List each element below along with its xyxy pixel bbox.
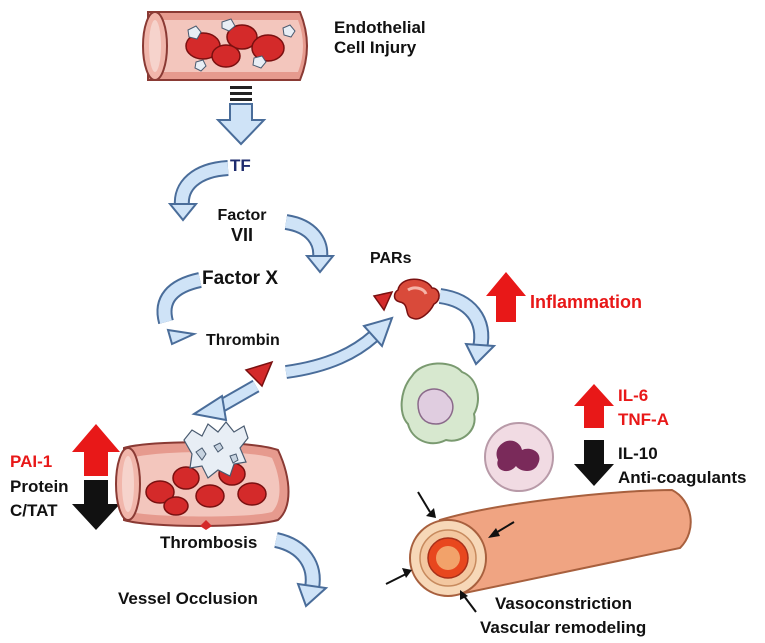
injured-vessel [142, 11, 308, 81]
thrombin-label: Thrombin [206, 332, 280, 349]
il6-label: IL-6 [618, 386, 649, 405]
curved-arrow-icon [438, 288, 497, 366]
injury-label-line1: Endothelial [334, 18, 426, 37]
curved-arrow-icon [285, 316, 394, 379]
par-receptor-icon [372, 278, 440, 320]
monocyte-cell-icon [400, 362, 479, 445]
vessel-occlusion-label: Vessel Occlusion [118, 589, 258, 608]
up-arrow-icon [72, 424, 120, 476]
tnfa-label: TNF-A [618, 410, 669, 429]
curved-arrow-icon [273, 532, 329, 608]
factor-vii-line2: VII [230, 225, 253, 246]
il10-label: IL-10 [618, 444, 658, 463]
pai1-label: PAI-1 [10, 452, 53, 471]
anticoagulants-label: Anti-coagulants [618, 468, 747, 487]
curved-arrow-icon [284, 214, 336, 274]
factor-vii-label: Factor VII [212, 207, 272, 246]
tf-label: TF [230, 156, 251, 175]
protein-label: Protein [10, 477, 69, 496]
up-arrow-icon [574, 384, 614, 428]
pointer-arrow-icon [385, 491, 515, 613]
vascular-remodeling-label: Vascular remodeling [480, 618, 647, 637]
ctat-label: C/TAT [10, 501, 58, 520]
factor-x-label: Factor X [202, 268, 279, 289]
down-flow-arrow [215, 86, 267, 146]
down-left-arrow-icon [191, 379, 260, 422]
injury-label-line2: Cell Injury [334, 37, 417, 57]
thrombin-triangle-icon [244, 360, 274, 388]
inflammation-label: Inflammation [530, 292, 643, 312]
vasoconstriction-label: Vasoconstriction [495, 594, 632, 613]
thrombosis-label: Thrombosis [160, 533, 258, 552]
injury-label: Endothelial Cell Injury [334, 18, 426, 57]
down-arrow-icon [574, 440, 614, 486]
artery-icon [409, 488, 692, 597]
up-arrow-icon [486, 272, 526, 322]
curved-arrow-icon [156, 272, 202, 346]
curved-arrow-icon [167, 160, 229, 222]
factor-vii-line1: Factor [217, 207, 267, 224]
down-arrow-icon [72, 480, 120, 530]
pars-label: PARs [370, 250, 412, 267]
thrombosed-vessel [115, 421, 290, 530]
neutrophil-cell-icon [484, 422, 554, 492]
